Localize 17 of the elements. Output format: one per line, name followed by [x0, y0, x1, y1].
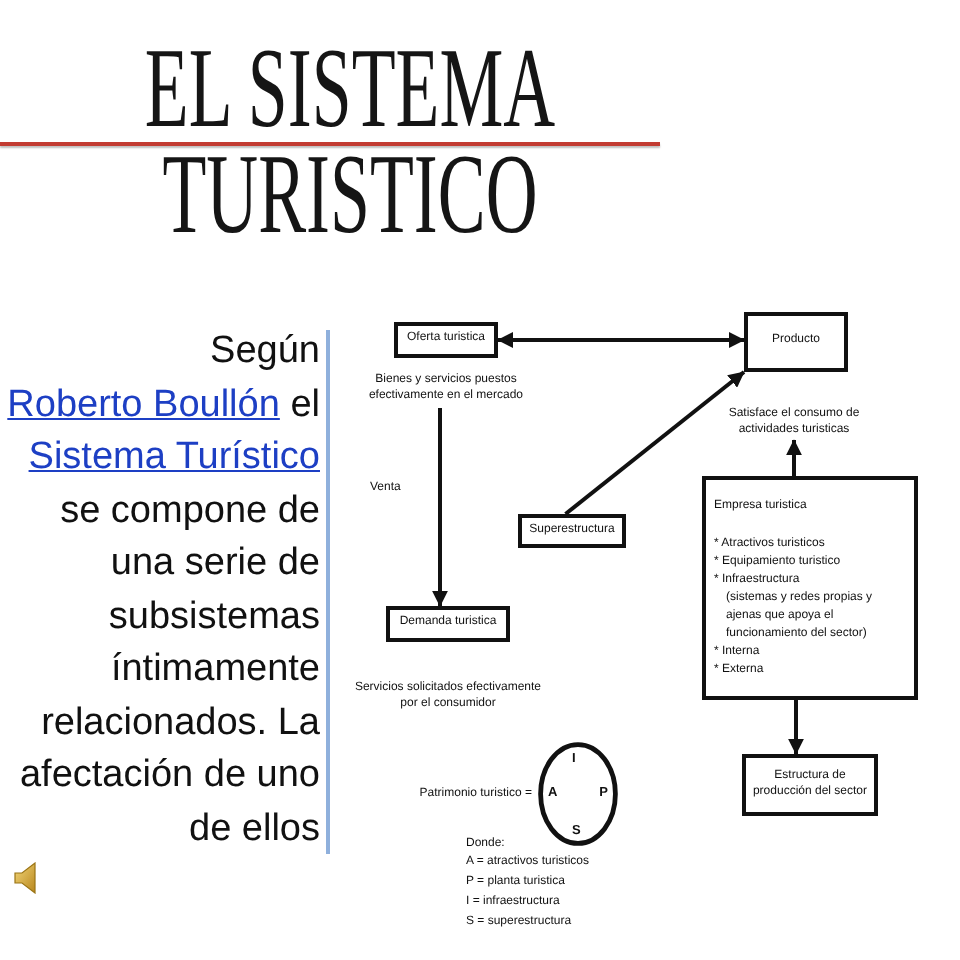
text-link: Sistema Turístico — [28, 436, 320, 478]
concept-box — [744, 312, 848, 372]
body-paragraph: Según Roberto Boullón el Sistema Turístico se compone de una serie de subsistemas íntimamente relacionados. La afectación de uno de ellos — [5, 328, 320, 853]
concept-panel — [702, 476, 918, 700]
arrow — [788, 700, 804, 755]
concept-box — [518, 514, 626, 548]
ring-shape — [538, 742, 618, 846]
concept-box — [386, 606, 510, 642]
arrow — [432, 408, 448, 607]
arrow — [564, 370, 746, 516]
text-link: Roberto Boullón — [7, 383, 280, 425]
arrow — [786, 439, 802, 476]
slide-title: EL SISTEMA — [144, 44, 556, 136]
arrow — [497, 332, 745, 348]
concept-box — [394, 322, 498, 358]
concept-box — [742, 754, 878, 816]
slide-title: TURISTICO — [162, 150, 538, 242]
